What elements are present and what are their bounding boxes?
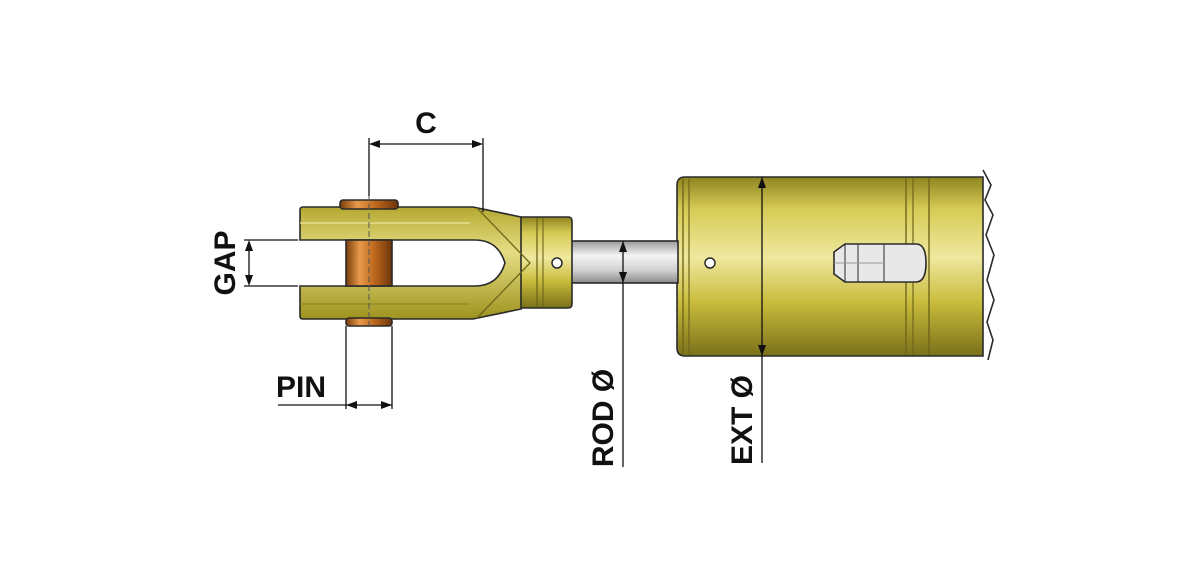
rod-end-collar — [516, 216, 573, 309]
c-label: C — [415, 107, 437, 140]
clevis-fork — [299, 206, 531, 320]
cylinder-barrel — [676, 169, 1000, 361]
ext-diameter-label: EXT Ø — [726, 375, 759, 465]
dimension-pin: PIN — [276, 326, 393, 409]
dimension-gap: GAP — [209, 230, 298, 296]
gap-label: GAP — [209, 230, 242, 295]
dimension-c: C — [368, 107, 484, 212]
clevis-pin — [339, 195, 399, 330]
dimension-rod-diameter: ROD Ø — [587, 241, 627, 467]
dimension-ext-diameter: EXT Ø — [726, 177, 766, 465]
pin-label: PIN — [276, 371, 326, 404]
rod-diameter-label: ROD Ø — [587, 369, 620, 467]
